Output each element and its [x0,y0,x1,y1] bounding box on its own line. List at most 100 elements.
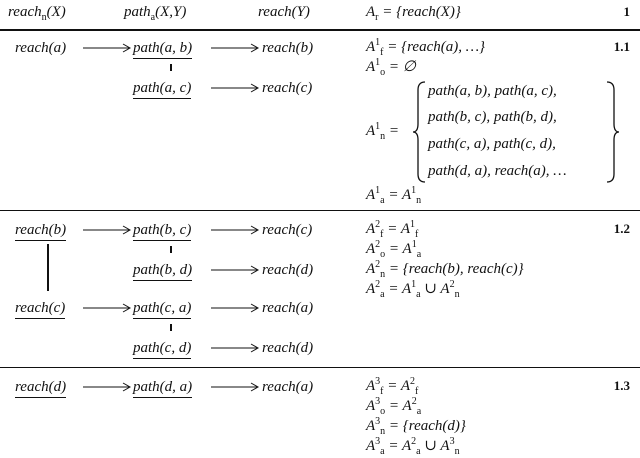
node-path: path(d, a) [133,378,193,398]
arrow [211,43,259,53]
node-reach: reach(d) [262,262,314,278]
eq-line: A1f = {reach(a), …} [366,37,486,58]
dash-link [170,324,172,331]
node-reach: reach(b) [15,221,67,241]
eq-sub: a [416,446,421,457]
header-base: reach [8,4,42,20]
eq-sub: n [416,195,422,206]
eq-sub: a [380,289,385,300]
arrow [211,303,259,313]
eq-sub: a [416,289,421,300]
rule-thick [0,29,640,31]
eq-line: A3a = A2a ∪ A3n [366,436,460,457]
eq-sym: A [366,281,376,297]
eq-sup: 1 [375,121,381,132]
rule [0,367,640,369]
eq-rhs: = A [388,187,412,203]
eq-sub: o [380,249,386,260]
node-reach: reach(d) [15,378,67,398]
eq-tail: ∪ A [420,438,450,454]
arrow [83,225,131,235]
eq-sup: 1 [411,239,417,250]
eq-sym: A [366,39,376,55]
eq-sym: A [366,221,376,237]
dash-link [170,246,172,253]
eq-sub: n [454,289,460,300]
eq-sup: 3 [375,376,381,387]
node-reach: reach(d) [262,340,314,356]
eq-rhs: = A [388,398,412,414]
eq-rhs: = A [388,281,412,297]
node-path: path(a, b) [133,39,193,59]
eq-tail: ∪ A [420,281,450,297]
eq-line: A3n = {reach(d)} [366,416,466,437]
eq-rhs: = {reach(X)} [382,4,461,20]
header-eq: Ar = {reach(X)} [366,3,461,23]
node-reach: reach(a) [262,379,314,395]
eq-line: A1n = [366,121,400,142]
eq-sub: a [416,406,422,417]
left-brace [412,81,426,183]
eq-sym: A [366,438,376,454]
node-path: path(b, c) [133,221,192,241]
eq-sub: f [380,386,384,397]
eq-rhs: = {reach(a), …} [387,39,486,55]
set-line: path(d, a), reach(a), … [428,163,567,179]
eq-sup: 3 [375,436,381,447]
set-line: path(c, a), path(c, d), [428,136,556,152]
node-path: path(c, a) [133,299,192,319]
eq-rhs: = ∅ [388,59,416,75]
eq-sub: r [375,12,379,23]
section-number: 1.2 [613,221,630,236]
eq-sub: f [415,229,419,240]
eq-rhs: = {reach(d)} [388,418,466,434]
set-line: path(b, c), path(b, d), [428,109,557,125]
eq-sub: n [380,131,386,142]
eq-sym: A [366,187,376,203]
section-number: 1.1 [613,39,630,54]
right-brace [606,81,620,183]
header-sub: n [41,12,47,23]
eq-sym: A [366,4,376,20]
eq-sup: 3 [375,416,381,427]
header-reach-n: reachn(X) [8,3,66,23]
arrow [211,343,259,353]
node-reach: reach(c) [262,80,313,96]
arrow [211,265,259,275]
eq-rhs: = [388,123,400,139]
arrow [83,303,131,313]
eq-line: A2n = {reach(b), reach(c)} [366,259,524,280]
eq-sup: 1 [411,185,417,196]
eq-sub: a [380,446,385,457]
eq-sym: A [366,378,376,394]
eq-line: A2a = A1a ∪ A2n [366,279,460,300]
eq-sup: 1 [375,37,381,48]
eq-rhs: = A [387,221,411,237]
eq-sup: 2 [375,259,381,270]
arrow [83,382,131,392]
node-reach: reach(c) [15,299,66,319]
eq-line: A2f = A1f [366,219,419,240]
eq-sym: A [366,123,376,139]
eq-sub: o [380,67,386,78]
eq-sup: 1 [411,279,417,290]
node-reach: reach(a) [15,40,67,56]
eq-sup: 2 [449,279,455,290]
arrow [211,83,259,93]
eq-sym: A [366,398,376,414]
header-sub: a [150,12,156,23]
eq-rhs: = A [388,438,412,454]
eq-line: A2o = A1a [366,239,421,260]
eq-sup: 2 [375,219,381,230]
header-path-a: patha(X,Y) [124,3,187,23]
node-path: path(c, d) [133,339,192,359]
eq-sup: 1 [375,57,381,68]
eq-sub: f [415,386,419,397]
eq-rhs: = A [387,378,411,394]
eq-sub: f [380,47,384,58]
eq-sup: 2 [411,436,417,447]
node-reach: reach(a) [262,300,314,316]
node-path: path(a, c) [133,79,192,99]
header-args: (X,Y) [155,4,187,20]
